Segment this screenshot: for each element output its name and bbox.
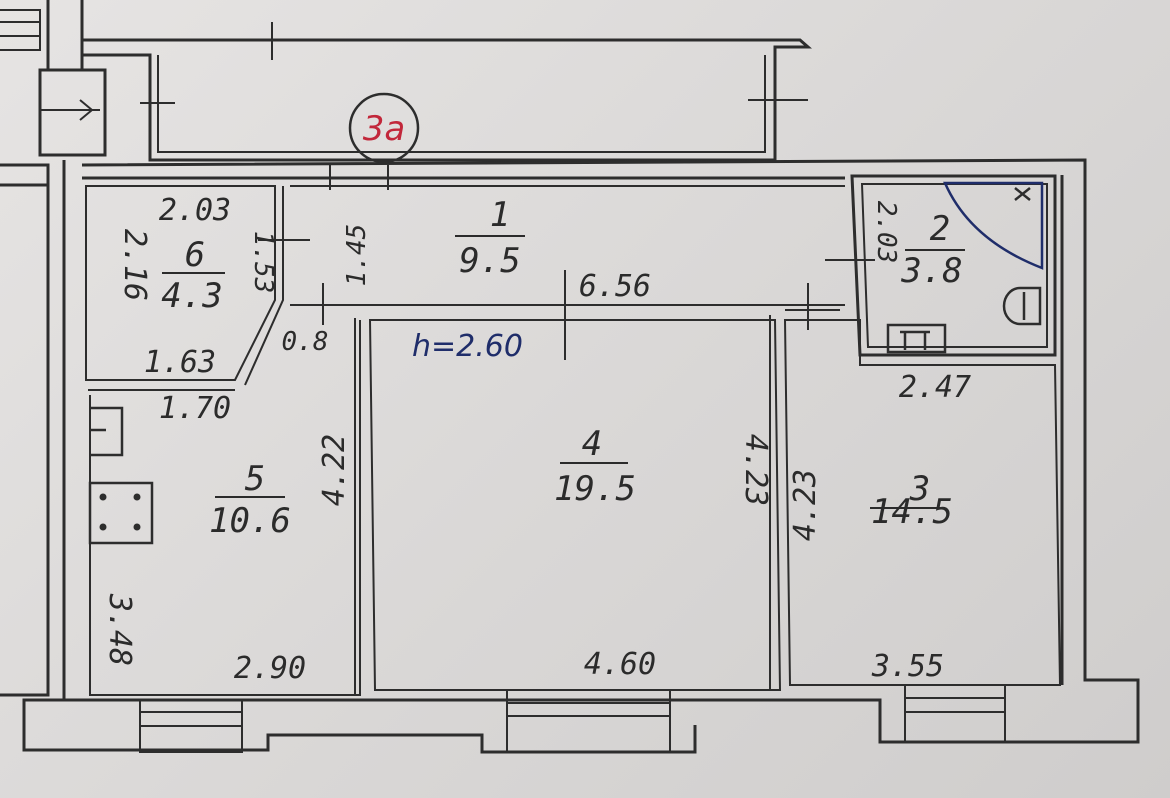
stair-steps bbox=[0, 21, 40, 37]
room-3-area: 14.5 bbox=[871, 492, 953, 532]
dim-kitchen-top: 1.70 bbox=[159, 391, 231, 426]
dim-passage-width: 0.8 bbox=[282, 327, 329, 357]
dim-room4-height: 4.23 bbox=[738, 434, 773, 506]
shaft-column bbox=[46, 0, 84, 72]
dimensions: 2.03 2.16 1.53 1.63 1.70 1.45 6.56 0.8 2… bbox=[102, 193, 971, 686]
dim-room6-width: 2.03 bbox=[159, 193, 231, 228]
unit-mark-circle bbox=[348, 92, 420, 164]
wall-left-neighbour bbox=[0, 163, 50, 697]
room-1-area: 9.5 bbox=[459, 241, 520, 281]
dim-corridor-height: 1.45 bbox=[342, 224, 372, 287]
window-room-5 bbox=[139, 699, 243, 753]
room-6-outer-wall bbox=[244, 186, 284, 386]
dim-room6-bottom: 1.63 bbox=[144, 345, 216, 380]
ceiling-height: h=2.60 bbox=[412, 329, 523, 364]
room-3-walls bbox=[783, 319, 1062, 686]
door-ticks bbox=[140, 22, 875, 360]
room-labels: 1 9.5 2 3.8 3 14.5 4 19.5 5 10.6 6 4.3 bbox=[161, 195, 965, 541]
dim-kitchen-width: 2.90 bbox=[234, 651, 306, 686]
room-2-area: 3.8 bbox=[900, 251, 962, 291]
vent-arrow bbox=[40, 99, 100, 121]
vent-shaft bbox=[38, 68, 107, 157]
fixtures bbox=[88, 181, 1044, 545]
room-6-area: 4.3 bbox=[161, 276, 222, 316]
stove-burner-icon bbox=[133, 523, 141, 531]
room-5-number: 5 bbox=[245, 459, 265, 499]
outer-shell bbox=[22, 158, 1140, 754]
dim-room4-width: 4.60 bbox=[584, 647, 656, 682]
dim-corridor-length: 6.56 bbox=[579, 269, 651, 304]
dim-room6-height: 2.16 bbox=[117, 229, 152, 301]
sink-icon bbox=[886, 323, 947, 354]
stove-icon bbox=[88, 481, 154, 545]
room-1-number: 1 bbox=[490, 195, 510, 235]
room-4-area: 19.5 bbox=[554, 469, 636, 509]
dim-room3-top: 2.47 bbox=[899, 370, 971, 405]
room-5-walls bbox=[89, 320, 361, 696]
room-3-number: 3 bbox=[909, 469, 930, 509]
stove-burner-icon bbox=[99, 493, 107, 501]
room-4-number: 4 bbox=[582, 424, 602, 464]
stove-burner-icon bbox=[99, 523, 107, 531]
dim-room3-width: 3.55 bbox=[871, 649, 944, 684]
toilet-icon bbox=[1002, 286, 1042, 326]
room-6-number: 6 bbox=[185, 235, 205, 275]
shower-drain-icon bbox=[1014, 187, 1031, 201]
shower-tray-icon bbox=[943, 181, 1044, 270]
dim-room3-height: 4.23 bbox=[788, 469, 823, 541]
balcony-outline bbox=[82, 38, 812, 162]
dim-kitchen-side: 3.48 bbox=[102, 593, 137, 666]
room-2-number: 2 bbox=[930, 209, 950, 249]
balcony-inner bbox=[157, 55, 766, 153]
kitchen-sink-icon bbox=[90, 406, 124, 457]
window-room-3 bbox=[904, 684, 1006, 743]
dim-bath-height: 2.03 bbox=[871, 201, 901, 264]
bathroom-walls bbox=[850, 174, 1057, 357]
dim-room5-height: 4.22 bbox=[317, 434, 352, 506]
stair-block bbox=[0, 9, 41, 51]
stove-burner-icon bbox=[133, 493, 141, 501]
room-6-walls bbox=[85, 185, 276, 381]
dim-room6-side: 1.53 bbox=[248, 231, 278, 294]
room-4-walls bbox=[368, 319, 782, 691]
unit-mark: 3a bbox=[363, 109, 405, 149]
room-5-area: 10.6 bbox=[209, 501, 291, 541]
window-room-4 bbox=[506, 689, 671, 753]
